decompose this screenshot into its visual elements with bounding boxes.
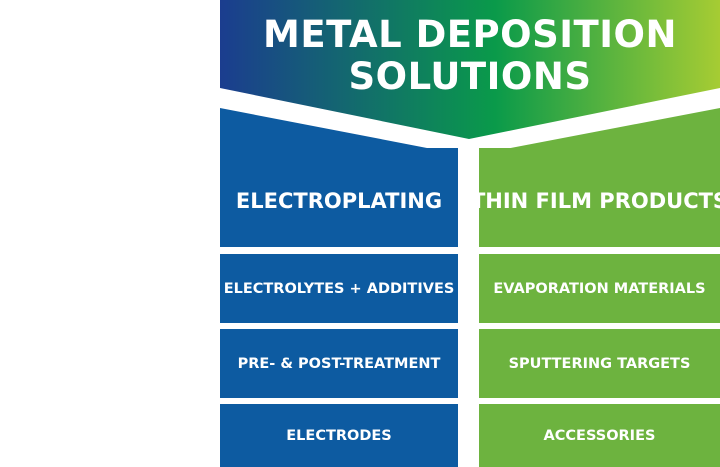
sputtering-targets-box[interactable]: SPUTTERING TARGETS (479, 329, 720, 398)
left-header-slant (220, 108, 458, 160)
electrolytes-additives-box[interactable]: ELECTROLYTES + ADDITIVES (220, 254, 458, 323)
box-label: SPUTTERING TARGETS (508, 355, 691, 372)
accessories-box[interactable]: ACCESSORIES (479, 404, 720, 467)
banner-chevron (220, 0, 720, 139)
box-label: ELECTROLYTES + ADDITIVES (223, 280, 455, 297)
box-label: ELECTRODES (286, 427, 392, 444)
box-label: EVAPORATION MATERIALS (493, 280, 706, 297)
box-label: ACCESSORIES (543, 427, 656, 444)
title-line-2: SOLUTIONS (348, 55, 592, 98)
electroplating-header[interactable]: ELECTROPLATING (220, 148, 458, 247)
pre-post-treatment-box[interactable]: PRE- & POST-TREATMENT (220, 329, 458, 398)
box-label: PRE- & POST-TREATMENT (237, 355, 441, 372)
electroplating-header-label: ELECTROPLATING (235, 188, 443, 213)
electrodes-box[interactable]: ELECTRODES (220, 404, 458, 467)
page-title: METAL DEPOSITION SOLUTIONS (220, 14, 720, 98)
right-header-slant (479, 108, 720, 160)
thin-film-header-label: THIN FILM PRODUCTS (470, 188, 720, 213)
title-line-1: METAL DEPOSITION (263, 13, 677, 56)
thin-film-products-header[interactable]: THIN FILM PRODUCTS (471, 148, 720, 247)
evaporation-materials-box[interactable]: EVAPORATION MATERIALS (479, 254, 720, 323)
